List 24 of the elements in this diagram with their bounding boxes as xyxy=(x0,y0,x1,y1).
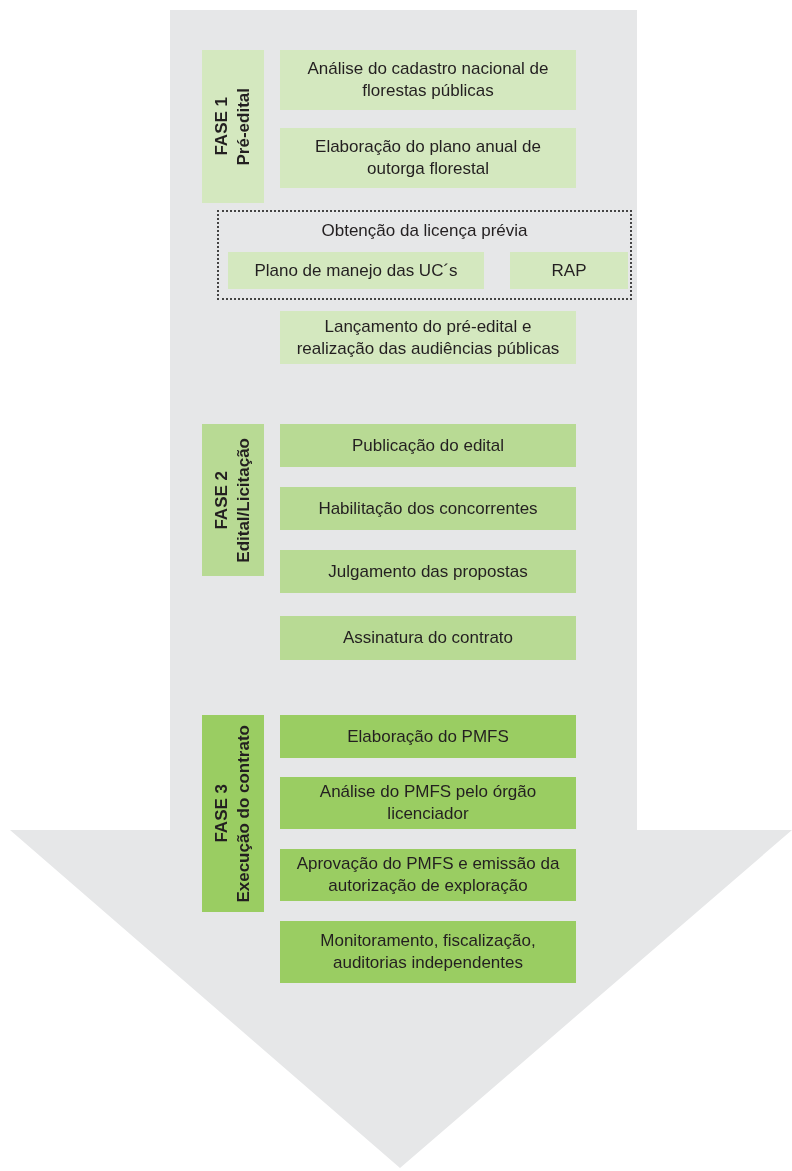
phase-title: Execução do contrato xyxy=(233,724,254,903)
step-box: Monitoramento, fiscalização, auditorias independentes xyxy=(280,921,576,983)
step-box: Análise do PMFS pelo órgão licenciador xyxy=(280,777,576,829)
step-box: Julgamento das propostas xyxy=(280,550,576,593)
step-box: Elaboração do plano anual de outorga florestal xyxy=(280,128,576,188)
phase-label-bar xyxy=(202,715,264,912)
step-box: RAP xyxy=(510,252,628,289)
step-box: Assinatura do contrato xyxy=(280,616,576,660)
step-box: Análise do cadastro nacional de florestas públicas xyxy=(280,50,576,110)
phase-title: FASE 1 xyxy=(211,97,232,156)
step-box: Publicação do edital xyxy=(280,424,576,467)
step-box: Elaboração do PMFS xyxy=(280,715,576,758)
phase-title: FASE 3 xyxy=(211,784,232,843)
step-box: Habilitação dos concorrentes xyxy=(280,487,576,530)
phase-title: FASE 2 xyxy=(211,470,232,530)
step-box: Aprovação do PMFS e emissão da autorização de exploração xyxy=(280,849,576,901)
phase-title: Edital/Licitação xyxy=(233,437,254,563)
phase-label-bar xyxy=(202,424,264,576)
step-box: Plano de manejo das UC´s xyxy=(228,252,484,289)
group-heading: Obtenção da licença prévia xyxy=(320,220,529,242)
phase-label-bar xyxy=(202,50,264,203)
phase-title: Pré-edital xyxy=(233,87,254,166)
dotted-group-frame xyxy=(217,210,632,300)
step-box: Lançamento do pré-edital e realização das audiências públicas xyxy=(280,311,576,364)
